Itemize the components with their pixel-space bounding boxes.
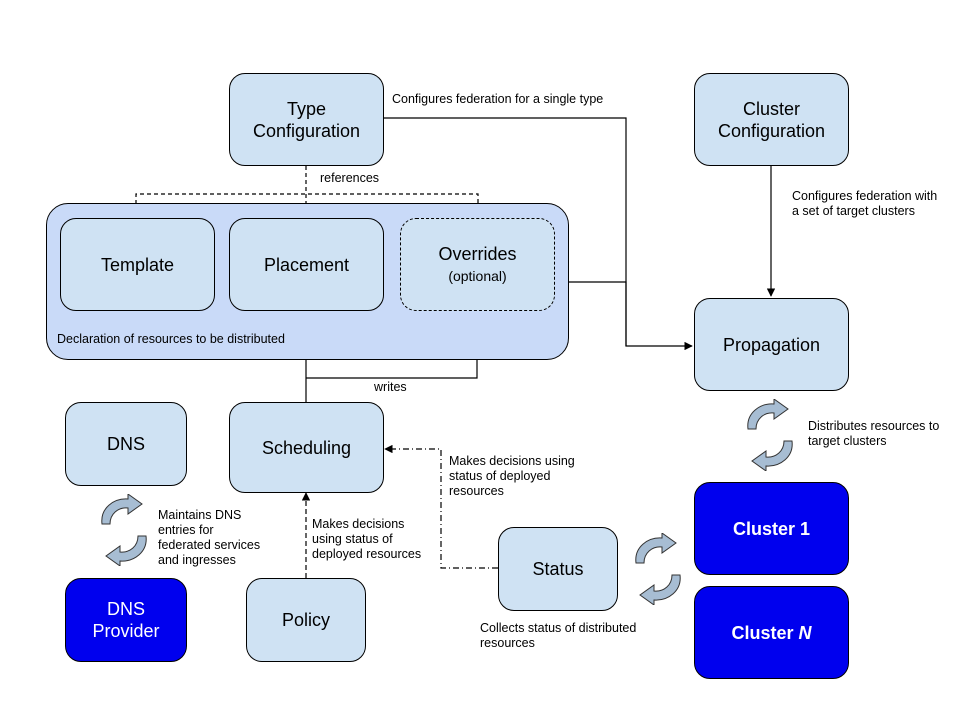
distributes-label: Distributes resources to target clusters [808, 419, 940, 448]
placement-label: Placement [263, 254, 350, 275]
cycle-icon-propagation [747, 399, 793, 471]
references-label: references [320, 171, 380, 185]
overrides-label: Overrides [438, 243, 517, 264]
cycle-icon-status [635, 533, 681, 605]
type-configuration-box: Type Configuration [229, 73, 384, 166]
scheduling-box: Scheduling [229, 402, 384, 493]
group-to-propagation-line [569, 281, 627, 346]
template-box: Template [60, 218, 215, 311]
template-label: Template [100, 254, 175, 275]
collects-status-label: Collects status of distributed resources [480, 621, 637, 650]
cluster-configuration-label: Cluster Configuration [717, 98, 826, 141]
dns-box: DNS [65, 402, 187, 486]
decisions-status-label: Makes decisions using status of deployed… [449, 454, 575, 498]
dns-label: DNS [106, 434, 145, 454]
overrides-note: (optional) [448, 267, 507, 284]
cluster-n-box: Cluster N [694, 586, 849, 679]
writes-label: writes [374, 380, 407, 394]
policy-label: Policy [281, 610, 330, 630]
dns-provider-label: DNS Provider [92, 599, 160, 641]
type-config-to-propagation-line [384, 117, 693, 351]
maintains-dns-label: Maintains DNS entries for federated serv… [158, 508, 261, 567]
cycle-icon-dns [101, 494, 147, 566]
status-label: Status [532, 559, 584, 579]
configures-single-type-label: Configures federation for a single type [392, 92, 604, 106]
cluster-n-prefix: Cluster [731, 622, 799, 643]
cluster-n-suffix: N [798, 622, 812, 643]
cluster-1-box: Cluster 1 [694, 482, 849, 575]
propagation-box: Propagation [694, 298, 849, 391]
propagation-label: Propagation [722, 334, 821, 355]
decisions-policy-label: Makes decisions using status of deployed… [312, 517, 422, 561]
cluster-n-label: Cluster N [731, 622, 811, 644]
status-box: Status [498, 527, 618, 611]
policy-box: Policy [246, 578, 366, 662]
type-configuration-label: Type Configuration [252, 98, 361, 141]
cluster-configuration-box: Cluster Configuration [694, 73, 849, 166]
configures-set-label: Configures federation with a set of targ… [792, 189, 938, 218]
scheduling-label: Scheduling [261, 437, 352, 458]
cluster-1-label: Cluster 1 [732, 518, 811, 539]
declaration-caption: Declaration of resources to be distribut… [57, 332, 285, 346]
placement-box: Placement [229, 218, 384, 311]
overrides-box: Overrides (optional) [400, 218, 555, 311]
dns-provider-box: DNS Provider [65, 578, 187, 662]
